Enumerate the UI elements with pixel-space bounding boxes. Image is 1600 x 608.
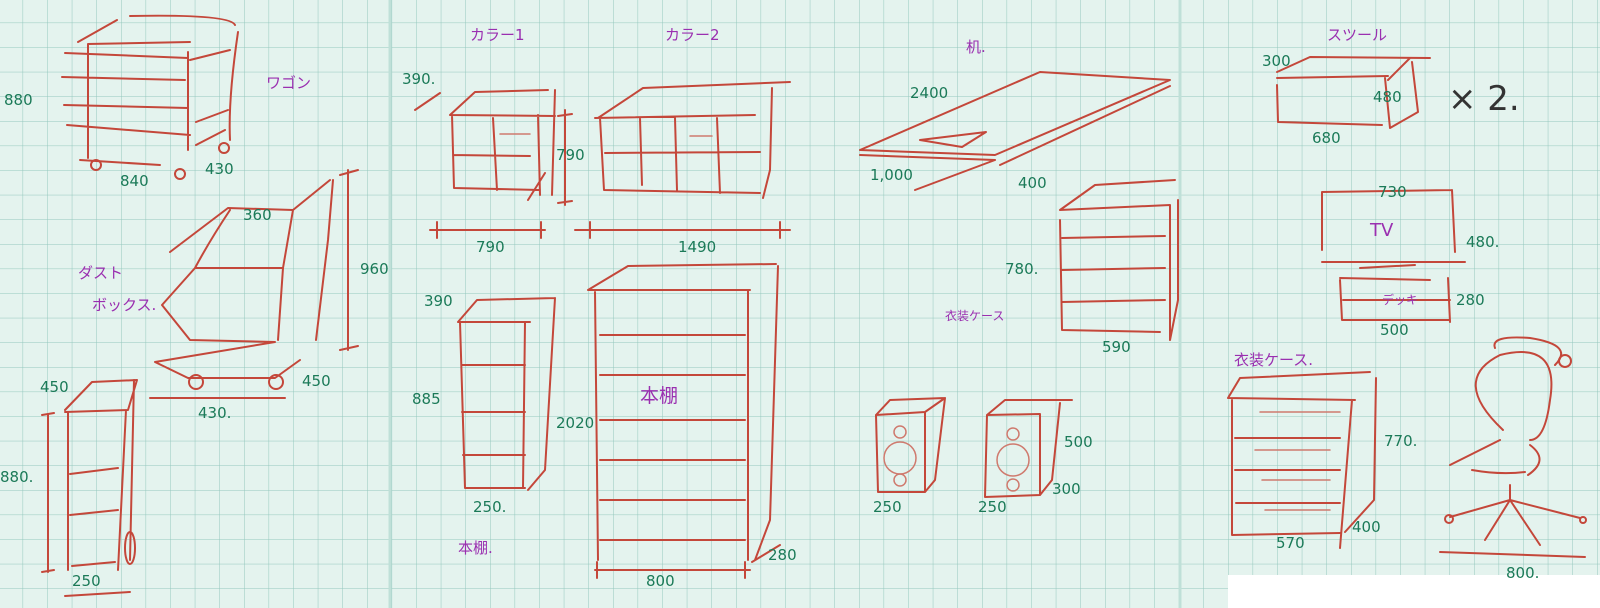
tv-deck-sketch — [1321, 189, 1466, 323]
narrow-rack-depth: 450 — [40, 378, 69, 396]
bookshelf-width: 800 — [646, 572, 675, 590]
dust-box-width: 430. — [198, 404, 231, 422]
small-bookshelf-depth: 390 — [424, 292, 453, 310]
deck-width: 500 — [1380, 321, 1409, 339]
tv-height: 480. — [1466, 233, 1499, 251]
stool-label: スツール — [1327, 26, 1387, 44]
stool-sketch — [1276, 56, 1431, 129]
small-bookshelf-label: 本棚. — [458, 539, 493, 557]
clothes-case-2-label: 衣装ケース. — [1234, 351, 1313, 369]
color-box-2-label: カラー2 — [665, 26, 720, 44]
clothes-case-1-width: 590 — [1102, 338, 1131, 356]
bookshelf-label: 本棚 — [640, 385, 678, 407]
stool-height: 480 — [1373, 88, 1402, 106]
bookshelf-height: 2020 — [556, 414, 594, 432]
color-box-1-height: 790 — [556, 146, 585, 164]
wagon-sketch — [61, 14, 239, 180]
wagon-height: 880 — [4, 91, 33, 109]
deck-height: 280 — [1456, 291, 1485, 309]
dust-box-label-1: ダスト — [78, 264, 123, 282]
desk-sketch — [859, 71, 1171, 191]
clothes-case-1-sketch — [1059, 179, 1179, 341]
chair-sketch — [1439, 336, 1587, 558]
blank-patch — [1228, 575, 1600, 608]
tv-width: 730 — [1378, 183, 1407, 201]
tv-label: TV — [1369, 220, 1394, 241]
clothes-case-2-height: 770. — [1384, 432, 1417, 450]
clothes-case-1-height: 780. — [1005, 260, 1038, 278]
color-box-1-depth: 390. — [402, 70, 435, 88]
clothes-case-2-sketch — [1227, 371, 1377, 549]
desk-length: 2400 — [910, 84, 948, 102]
speaker-depth: 300 — [1052, 480, 1081, 498]
small-bookshelf-height: 885 — [412, 390, 441, 408]
narrow-rack-width: 250 — [72, 572, 101, 590]
color-box-1-label: カラー1 — [470, 26, 525, 44]
wagon-label: ワゴン — [266, 74, 311, 92]
dust-box-top: 360 — [243, 206, 272, 224]
stool-multiplier: × 2. — [1448, 79, 1520, 119]
wagon-depth: 430 — [205, 160, 234, 178]
speaker-height: 500 — [1064, 433, 1093, 451]
clothes-case-2-width: 570 — [1276, 534, 1305, 552]
desk-label: 机. — [966, 38, 986, 56]
deck-label: デッキ — [1382, 292, 1418, 307]
dust-box-sketch — [149, 169, 359, 399]
small-bookshelf-sketch — [457, 297, 556, 491]
desk-width: 1,000 — [870, 166, 913, 184]
speaker-left-width: 250 — [873, 498, 902, 516]
color-box-1-width: 790 — [476, 238, 505, 256]
clothes-case-1-depth: 400 — [1018, 174, 1047, 192]
dust-box-label-2: ボックス. — [92, 296, 156, 314]
speakers-sketch — [875, 397, 1073, 498]
dust-box-depth: 450 — [302, 372, 331, 390]
speaker-right-width: 250 — [978, 498, 1007, 516]
narrow-rack-height: 880. — [0, 468, 33, 486]
bookshelf-sketch — [587, 263, 781, 579]
clothes-case-2-depth: 400 — [1352, 518, 1381, 536]
clothes-case-1-label: 衣装ケース — [945, 308, 1004, 323]
stool-depth: 300 — [1262, 52, 1291, 70]
color-box-2-width: 1490 — [678, 238, 716, 256]
narrow-rack-sketch — [41, 379, 138, 597]
wagon-width: 840 — [120, 172, 149, 190]
bookshelf-depth: 280 — [768, 546, 797, 564]
dust-box-height: 960 — [360, 260, 389, 278]
small-bookshelf-width: 250. — [473, 498, 506, 516]
color-box-sketch — [414, 81, 791, 239]
stool-width: 680 — [1312, 129, 1341, 147]
chair-width: 800. — [1506, 564, 1539, 582]
